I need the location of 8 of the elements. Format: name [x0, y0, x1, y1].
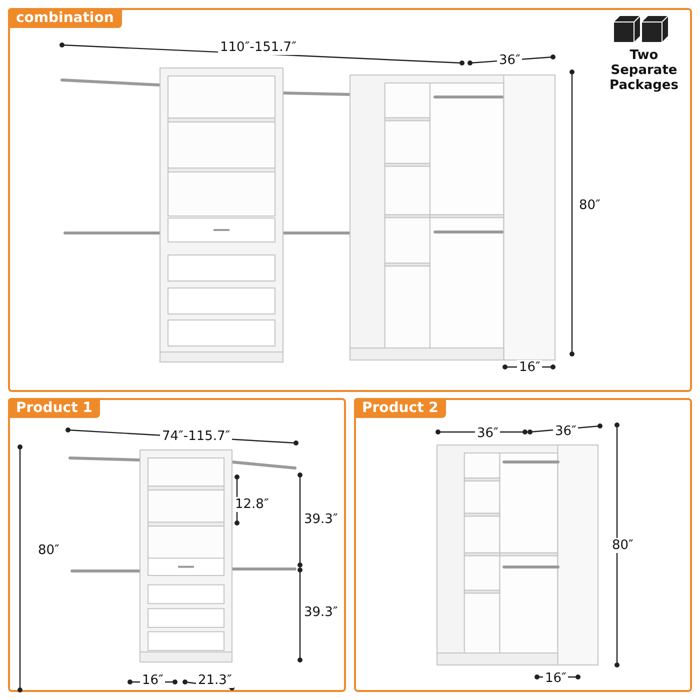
- dimension-label: 110″-151.7″: [218, 40, 298, 55]
- dimension-label: 21.3″: [196, 673, 234, 688]
- package-note: Two Separate Packages: [608, 48, 680, 93]
- dimension-label: 12.8″: [233, 497, 271, 512]
- dimension-label: 80″: [610, 538, 636, 553]
- panel-heading: combination: [8, 8, 122, 28]
- panel-heading: Product 1: [8, 398, 100, 418]
- panel-heading: Product 2: [354, 398, 446, 418]
